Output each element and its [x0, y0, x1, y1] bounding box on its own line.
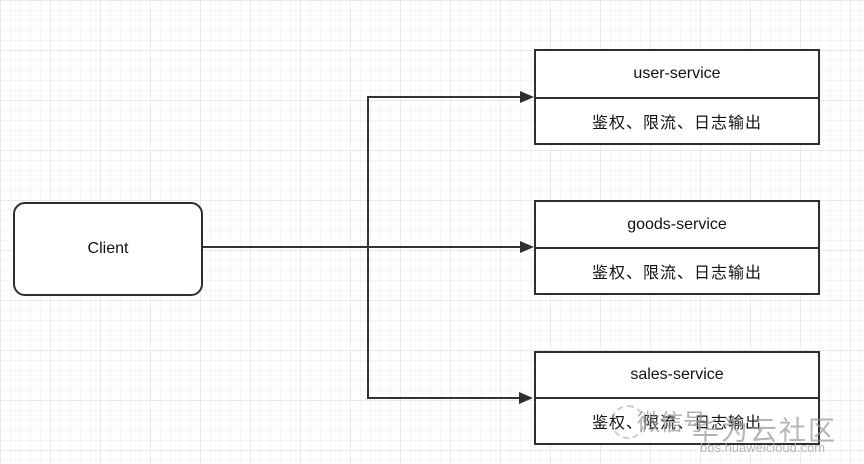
service-node-sales: sales-service 鉴权、限流、日志输出 — [534, 351, 820, 445]
service-name: sales-service — [536, 353, 818, 399]
service-name: goods-service — [536, 202, 818, 249]
client-node: Client — [13, 202, 203, 296]
service-features: 鉴权、限流、日志输出 — [591, 415, 762, 432]
service-features: 鉴权、限流、日志输出 — [591, 115, 762, 132]
service-name: user-service — [536, 51, 818, 99]
service-node-goods: goods-service 鉴权、限流、日志输出 — [534, 200, 820, 295]
service-features: 鉴权、限流、日志输出 — [591, 265, 762, 282]
arrowhead-icon — [519, 392, 533, 404]
arrowhead-icon — [520, 241, 534, 253]
arrowhead-icon — [520, 91, 534, 103]
service-node-user: user-service 鉴权、限流、日志输出 — [534, 49, 820, 145]
client-label: Client — [87, 240, 129, 257]
